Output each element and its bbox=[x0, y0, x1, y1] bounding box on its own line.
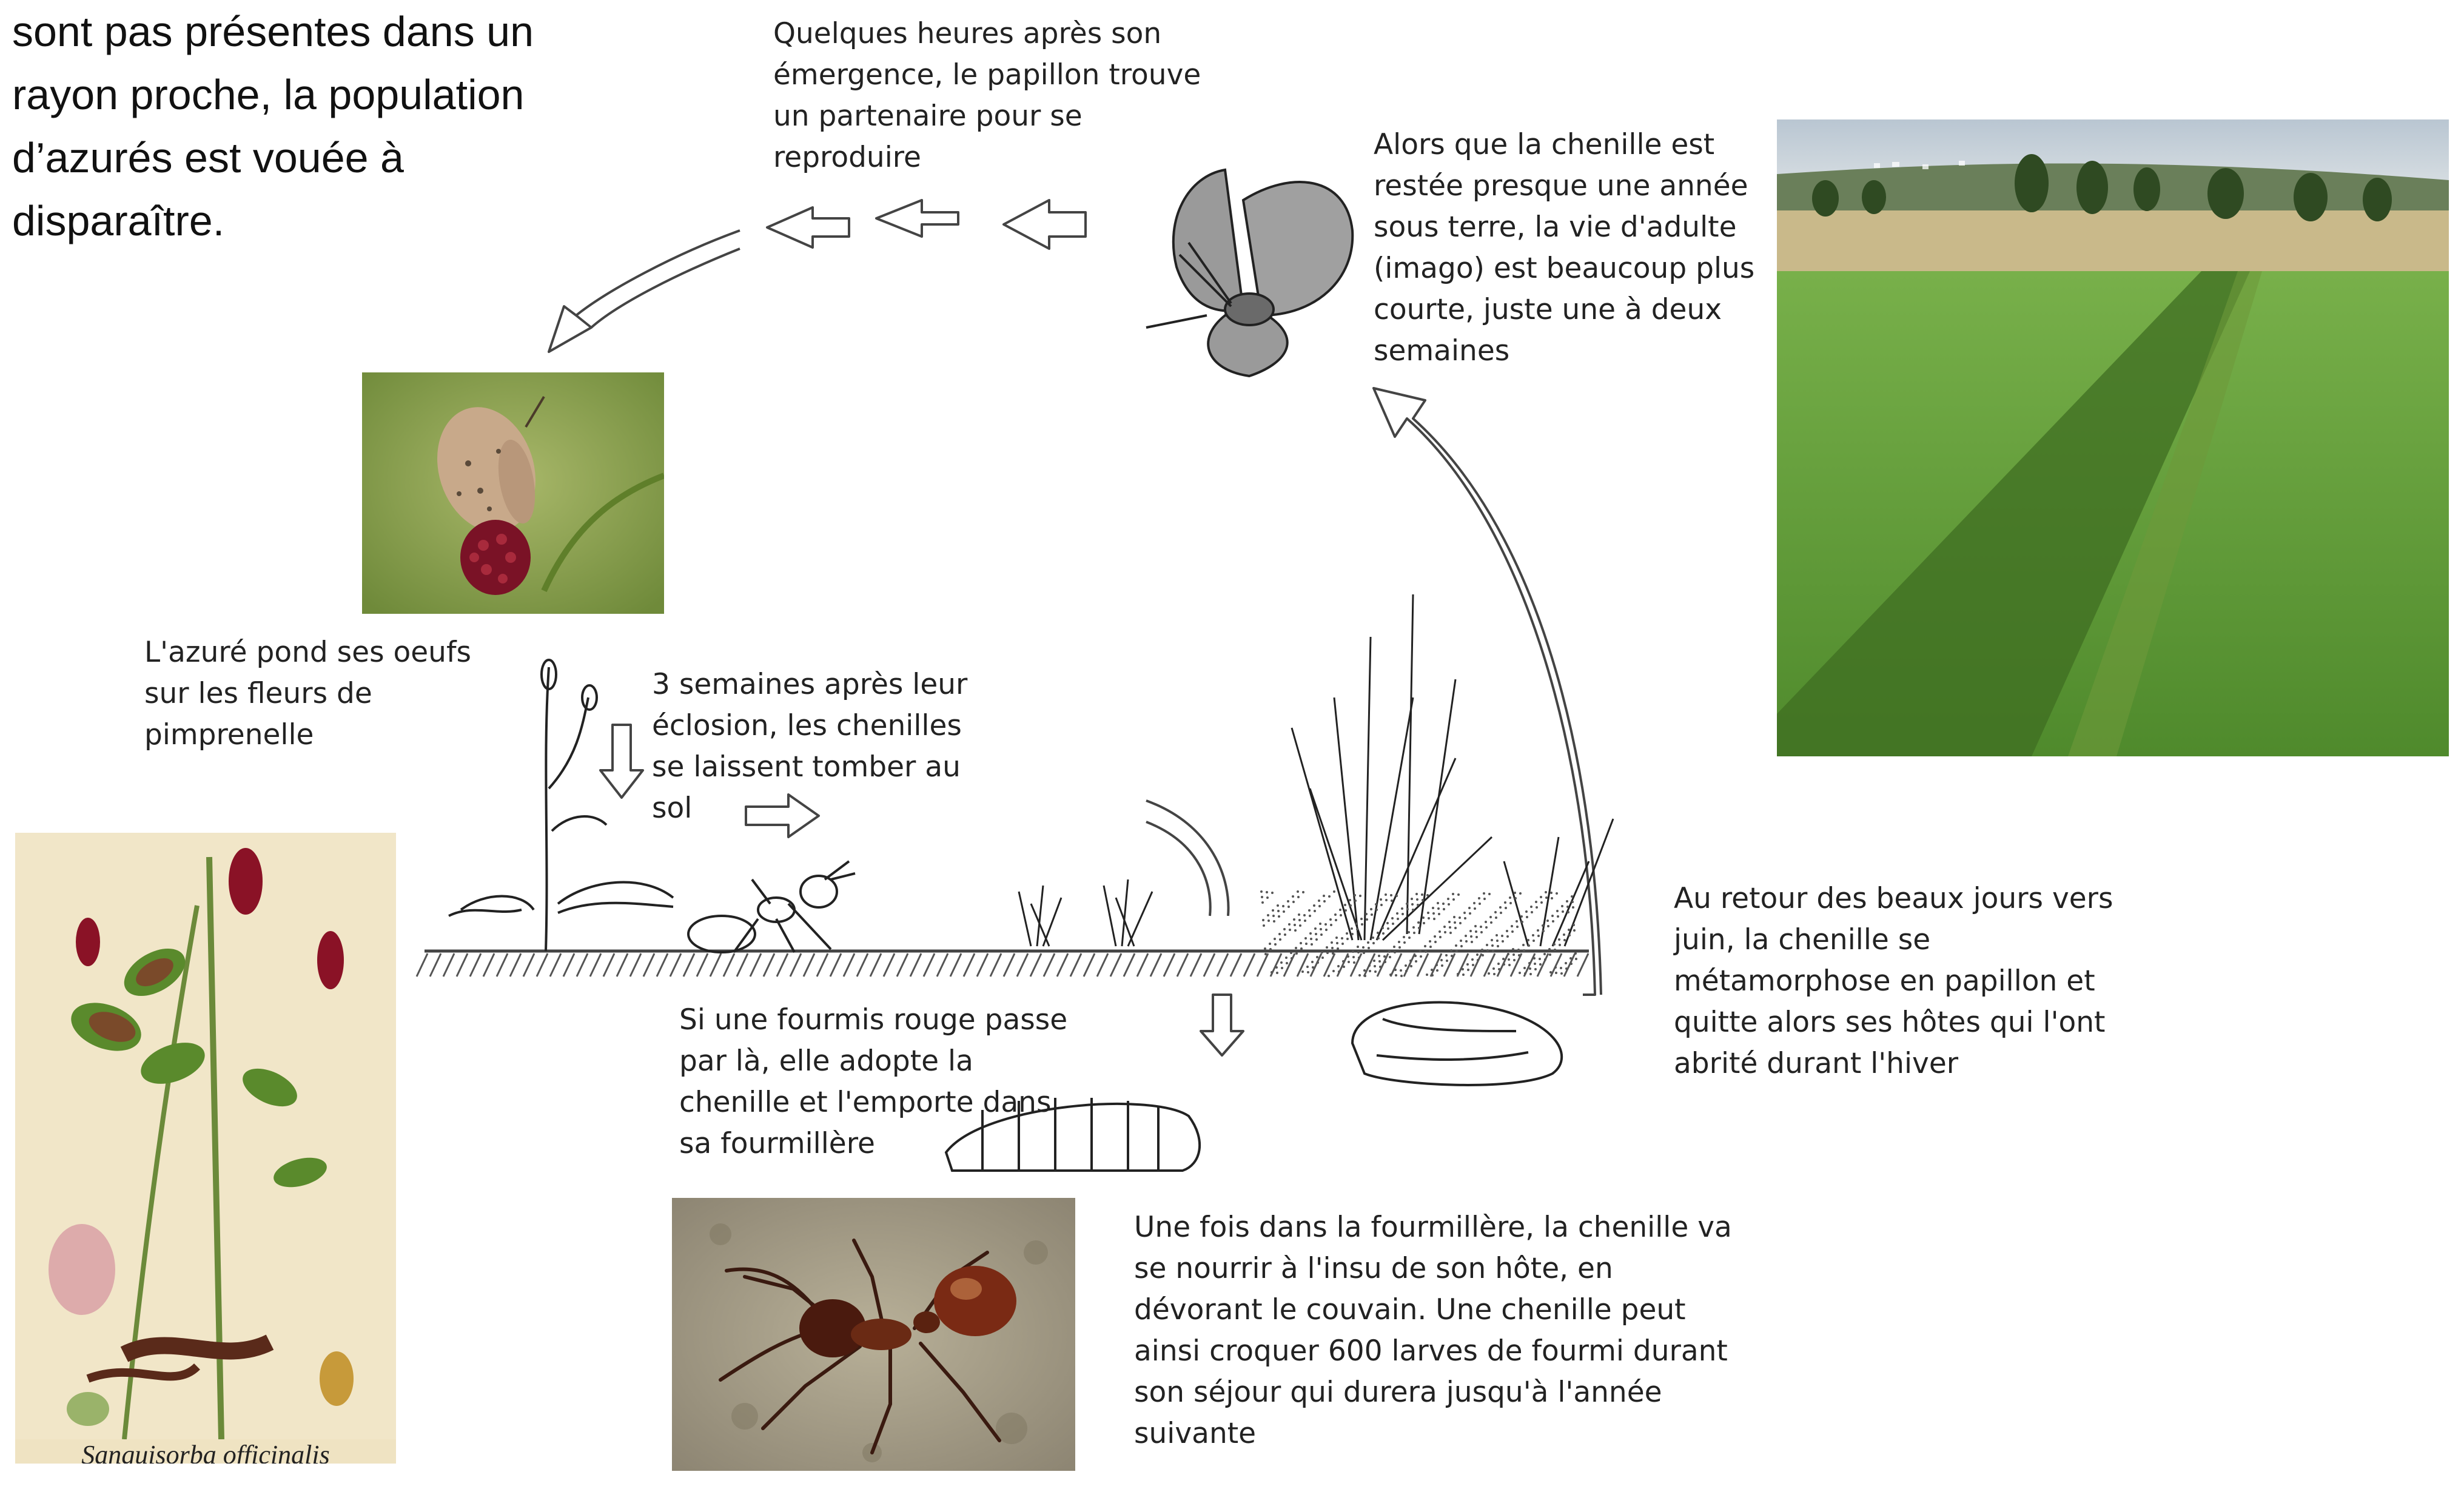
plant-icon bbox=[449, 660, 673, 951]
grass-icon bbox=[1019, 594, 1613, 946]
arrow-icon bbox=[767, 207, 849, 247]
arrow-icon bbox=[1146, 801, 1229, 916]
ant-icon bbox=[688, 861, 855, 952]
arrow-icon bbox=[600, 725, 643, 798]
butterfly-icon bbox=[1146, 170, 1352, 376]
arrow-icon bbox=[1201, 995, 1243, 1055]
arrow-icon bbox=[1004, 200, 1086, 249]
arrow-icon bbox=[549, 230, 740, 352]
pupa-icon bbox=[1352, 1003, 1562, 1085]
arrow-icon bbox=[876, 200, 958, 237]
arrow-icon bbox=[746, 795, 819, 837]
caterpillar-icon bbox=[946, 1098, 1200, 1171]
